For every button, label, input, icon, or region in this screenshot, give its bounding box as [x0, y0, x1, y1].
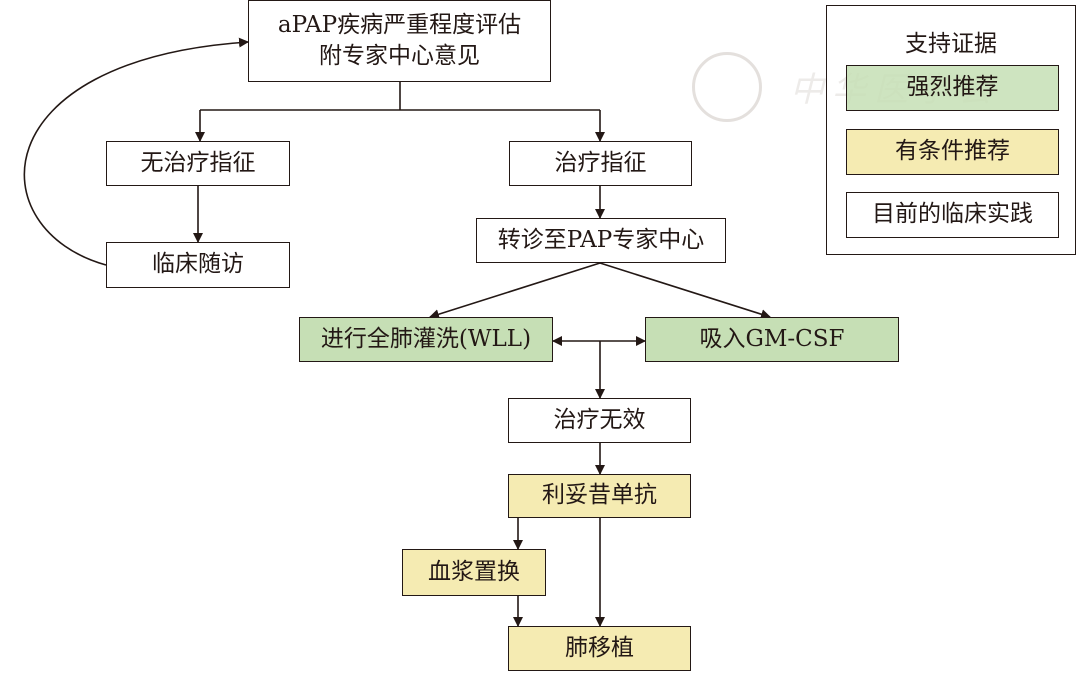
legend-strong-label: 强烈推荐 — [906, 74, 999, 101]
legend: 支持证据 强烈推荐 有条件推荐 目前的临床实践 — [826, 5, 1076, 255]
assessment-line1: aPAP疾病严重程度评估 — [277, 11, 522, 38]
node-wll: 进行全肺灌洗(WLL) — [299, 317, 553, 362]
node-referral: 转诊至PAP专家中心 — [476, 218, 726, 263]
node-assessment: aPAP疾病严重程度评估 附专家中心意见 — [248, 0, 551, 82]
assessment-line2: 附专家中心意见 — [319, 43, 480, 69]
arrow-to-wll — [429, 262, 601, 320]
legend-conditional: 有条件推荐 — [846, 129, 1059, 175]
legend-strong: 强烈推荐 — [846, 65, 1059, 111]
node-no-indication: 无治疗指征 — [106, 141, 290, 186]
node-indication: 治疗指征 — [509, 141, 692, 186]
node-plasma: 血浆置换 — [402, 549, 546, 596]
node-transplant: 肺移植 — [508, 626, 691, 671]
node-gmcsf: 吸入GM-CSF — [645, 317, 899, 362]
watermark-seal-icon — [692, 52, 762, 122]
arrow-assessment-split — [200, 82, 600, 111]
arrow-follow-up-loop — [23, 37, 249, 266]
arrow-to-gmcsf — [599, 262, 771, 320]
node-follow-up: 临床随访 — [106, 242, 290, 288]
node-rituximab: 利妥昔单抗 — [508, 474, 691, 518]
node-ineffective: 治疗无效 — [508, 398, 691, 443]
legend-current-practice: 目前的临床实践 — [846, 192, 1059, 238]
legend-title: 支持证据 — [905, 31, 997, 57]
